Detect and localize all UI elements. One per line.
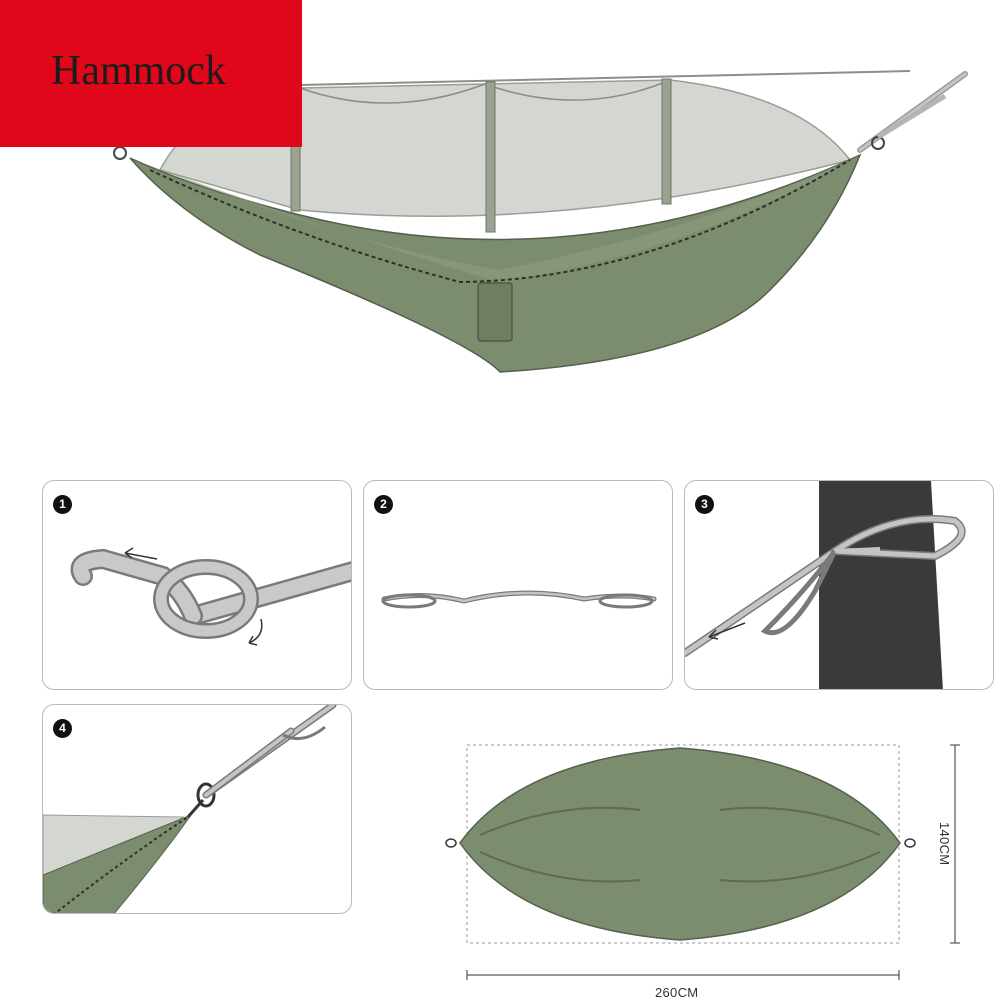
page-title: Hammock <box>51 48 226 94</box>
step-number: 2 <box>374 495 393 514</box>
title-banner: Hammock <box>0 0 302 147</box>
tree-wrap-diagram <box>685 481 966 689</box>
step-panel-4: 4 <box>42 704 352 914</box>
step-panel-2: 2 <box>363 480 673 690</box>
step-panel-1: 1 <box>42 480 352 690</box>
step-panel-3: 3 <box>684 480 994 690</box>
step-number: 3 <box>695 495 714 514</box>
knot-loop-diagram <box>70 547 351 646</box>
height-dimension-label: 140CM <box>937 822 952 866</box>
step-number: 4 <box>53 719 72 738</box>
width-dimension-label: 260CM <box>655 985 699 1000</box>
rope-strap-diagram <box>381 590 657 609</box>
hammock-illustration <box>113 70 968 373</box>
carabiner-attach-diagram <box>43 705 337 913</box>
step-number: 1 <box>53 495 72 514</box>
